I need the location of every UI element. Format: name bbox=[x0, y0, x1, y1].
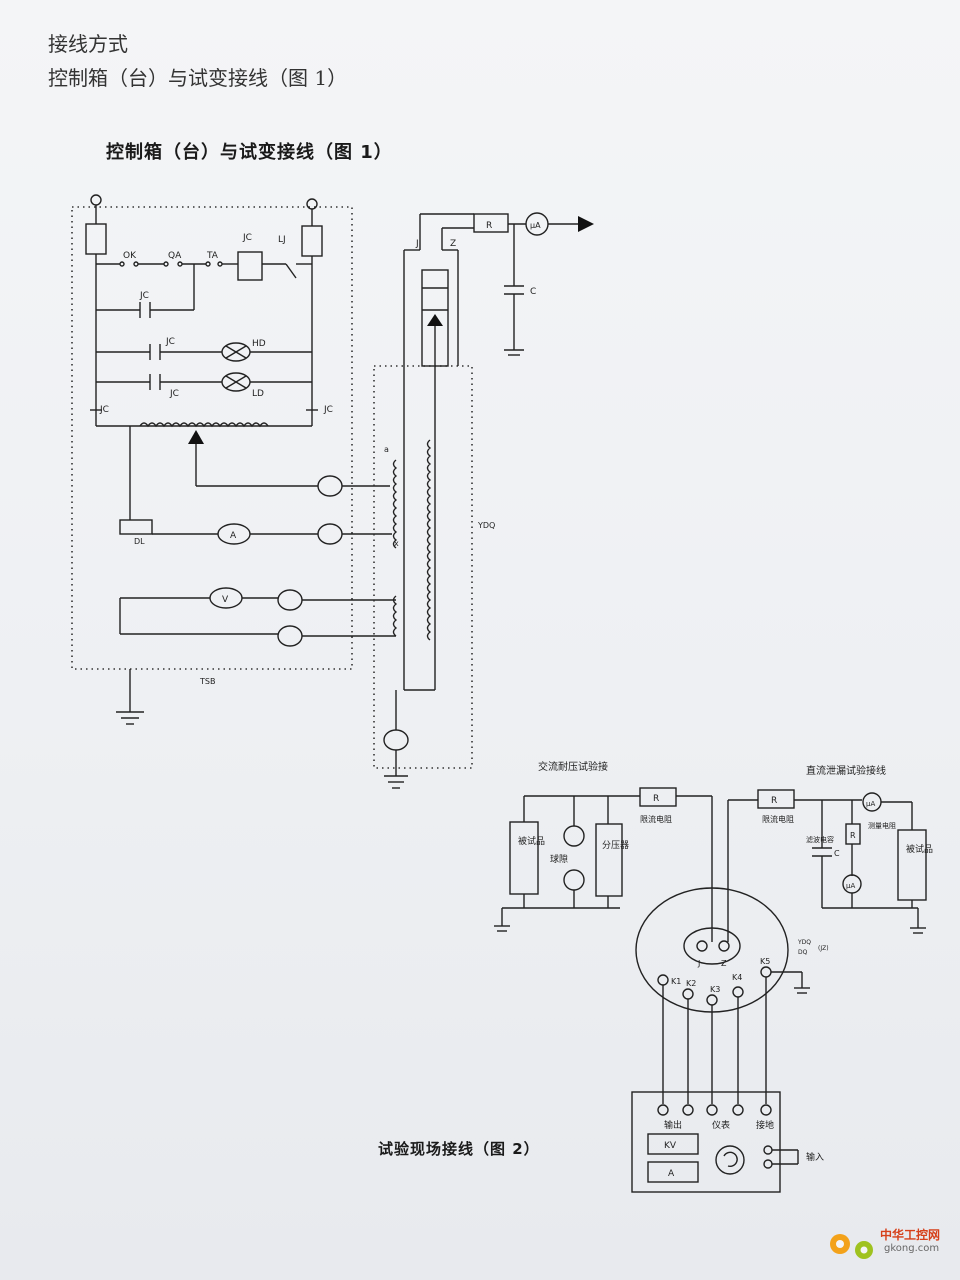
control-panel-box bbox=[631, 1091, 781, 1193]
svg-text:限流电阻: 限流电阻 bbox=[762, 814, 794, 824]
svg-text:QA: QA bbox=[168, 251, 182, 261]
voltage-regulator-coil bbox=[139, 422, 269, 428]
svg-text:输入: 输入 bbox=[806, 1151, 824, 1163]
watermark-name: 中华工控网 bbox=[880, 1228, 941, 1242]
svg-text:仪表: 仪表 bbox=[712, 1119, 730, 1131]
svg-text:K2: K2 bbox=[686, 979, 696, 988]
svg-text:滤波电容: 滤波电容 bbox=[806, 835, 834, 844]
svg-text:被试品: 被试品 bbox=[906, 843, 933, 855]
voltage-divider bbox=[595, 823, 623, 897]
svg-text:LJ: LJ bbox=[278, 235, 286, 245]
figure1-title: 控制箱（台）与试变接线（图 1） bbox=[106, 142, 393, 163]
svg-text:YDQ: YDQ bbox=[477, 521, 495, 530]
svg-text:TA: TA bbox=[206, 251, 219, 261]
svg-text:JC: JC bbox=[165, 337, 175, 347]
figure1-diagram: TSB OK QA TA JC LJ bbox=[71, 194, 594, 789]
regulator-knob bbox=[715, 1145, 745, 1175]
svg-text:JC: JC bbox=[242, 233, 252, 243]
svg-text:C: C bbox=[530, 287, 536, 297]
limiting-resistor-r bbox=[473, 213, 509, 233]
ac-limit-resistor bbox=[639, 787, 677, 807]
svg-text:μA: μA bbox=[866, 800, 875, 808]
section-subheading: 控制箱（台）与试变接线（图 1） bbox=[48, 66, 348, 90]
svg-text:R: R bbox=[771, 796, 777, 806]
figure2-title: 试验现场接线（图 2） bbox=[378, 1140, 540, 1158]
svg-text:分压器: 分压器 bbox=[602, 840, 629, 851]
svg-text:R: R bbox=[486, 221, 492, 231]
dc-test-object bbox=[897, 829, 927, 901]
overcurrent-relay-dl bbox=[119, 519, 153, 535]
svg-text:V: V bbox=[222, 595, 229, 605]
svg-text:x: x bbox=[394, 539, 399, 548]
svg-text:KV: KV bbox=[664, 1141, 677, 1151]
gkong-logo bbox=[830, 1234, 873, 1259]
sphere-gap-bottom bbox=[563, 869, 585, 891]
a-meter bbox=[647, 1161, 699, 1183]
svg-text:JC: JC bbox=[99, 405, 109, 415]
svg-text:输出: 输出 bbox=[664, 1119, 682, 1131]
svg-text:YDQ: YDQ bbox=[797, 939, 811, 946]
svg-text:A: A bbox=[668, 1169, 675, 1179]
svg-text:a: a bbox=[384, 445, 389, 454]
section-heading: 接线方式 bbox=[48, 32, 128, 56]
svg-text:JC: JC bbox=[169, 389, 179, 399]
svg-text:JC: JC bbox=[139, 291, 149, 301]
svg-text:测量电阻: 测量电阻 bbox=[868, 821, 896, 830]
svg-text:OK: OK bbox=[123, 251, 137, 261]
svg-text:C: C bbox=[834, 849, 840, 858]
svg-text:K3: K3 bbox=[710, 985, 720, 994]
svg-text:DQ: DQ bbox=[798, 949, 808, 956]
svg-text:球隙: 球隙 bbox=[550, 853, 568, 865]
svg-text:R: R bbox=[653, 794, 659, 804]
svg-text:LD: LD bbox=[252, 389, 264, 399]
svg-text:A: A bbox=[230, 531, 237, 541]
svg-text:(JZ): (JZ) bbox=[818, 945, 829, 952]
svg-text:JC: JC bbox=[323, 405, 333, 415]
svg-text:限流电阻: 限流电阻 bbox=[640, 814, 672, 824]
fuse-right bbox=[301, 225, 323, 257]
svg-text:R: R bbox=[850, 831, 856, 840]
fuse-left bbox=[85, 223, 107, 255]
svg-text:K1: K1 bbox=[671, 977, 681, 986]
figure2-diagram: 交流耐压试验接 直流泄漏试验接线 R 限流电阻 被试品 球隙 分压器 R 限流电… bbox=[494, 760, 933, 1193]
relay-coil-jc bbox=[237, 251, 263, 281]
svg-text:接地: 接地 bbox=[756, 1119, 774, 1131]
kv-meter bbox=[647, 1133, 699, 1155]
svg-text:J: J bbox=[415, 239, 419, 249]
secondary-winding bbox=[426, 439, 432, 641]
svg-text:μA: μA bbox=[530, 221, 541, 230]
ac-test-title: 交流耐压试验接 bbox=[538, 760, 608, 773]
svg-text:被试品: 被试品 bbox=[518, 835, 545, 847]
svg-text:HD: HD bbox=[252, 339, 266, 349]
regulator-wiper-arrow bbox=[188, 430, 204, 444]
dc-limit-resistor bbox=[757, 789, 795, 809]
label-tsb: TSB bbox=[199, 677, 215, 686]
svg-text:DL: DL bbox=[134, 537, 145, 546]
ac-test-object bbox=[509, 821, 539, 895]
svg-text:μA: μA bbox=[846, 882, 855, 890]
output-arrow bbox=[578, 216, 594, 232]
svg-text:K5: K5 bbox=[760, 957, 770, 966]
dc-test-title: 直流泄漏试验接线 bbox=[806, 764, 886, 777]
svg-text:J: J bbox=[697, 959, 700, 968]
measuring-resistor bbox=[845, 823, 861, 845]
meter-winding bbox=[392, 595, 398, 637]
watermark-url: gkong.com bbox=[884, 1243, 940, 1254]
sphere-gap-top bbox=[563, 825, 585, 847]
svg-text:K4: K4 bbox=[732, 973, 742, 982]
svg-text:Z: Z bbox=[450, 239, 456, 249]
primary-winding bbox=[392, 459, 398, 549]
ydq-outline bbox=[373, 365, 473, 769]
svg-text:Z: Z bbox=[721, 959, 727, 968]
